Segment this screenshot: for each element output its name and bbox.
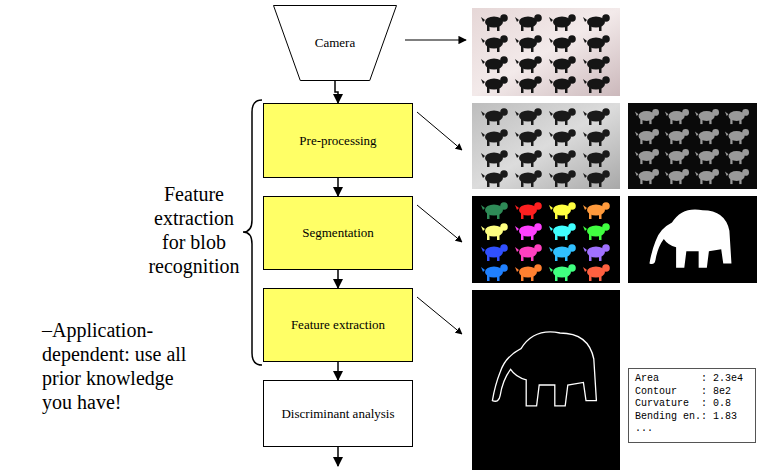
- flow-arrow: [335, 81, 338, 103]
- node-text: Pre-processing: [299, 133, 376, 149]
- flow-arrow: [337, 270, 339, 288]
- bracket-label: Feature extraction for blob recognition: [140, 182, 248, 278]
- node-text: Camera: [315, 35, 355, 51]
- flow-arrow: [337, 178, 339, 196]
- process-box: Pre-processing: [263, 103, 413, 178]
- node-text: Feature extraction: [291, 317, 385, 333]
- node-text: ...: [635, 423, 653, 436]
- node-text: Segmentation: [302, 225, 374, 241]
- process-box: Feature extraction: [263, 288, 413, 362]
- node-text: Contour : 8e2: [635, 386, 731, 399]
- flow-arrow: [337, 362, 339, 380]
- process-box: Segmentation: [263, 196, 413, 270]
- node-text: Bending en.: 1.83: [635, 411, 737, 424]
- node-text: Curvature : 0.8: [635, 398, 731, 411]
- node-text: Area : 2.3e4: [635, 373, 743, 386]
- note-text: –Application- dependent: use all prior k…: [42, 318, 202, 414]
- feature-table: Area : 2.3e4Contour : 8e2Curvature : 0.8…: [628, 368, 756, 443]
- process-box: Discriminant analysis: [263, 380, 413, 447]
- node-text: Discriminant analysis: [281, 406, 394, 422]
- camera-trapezoid: Camera: [273, 5, 397, 81]
